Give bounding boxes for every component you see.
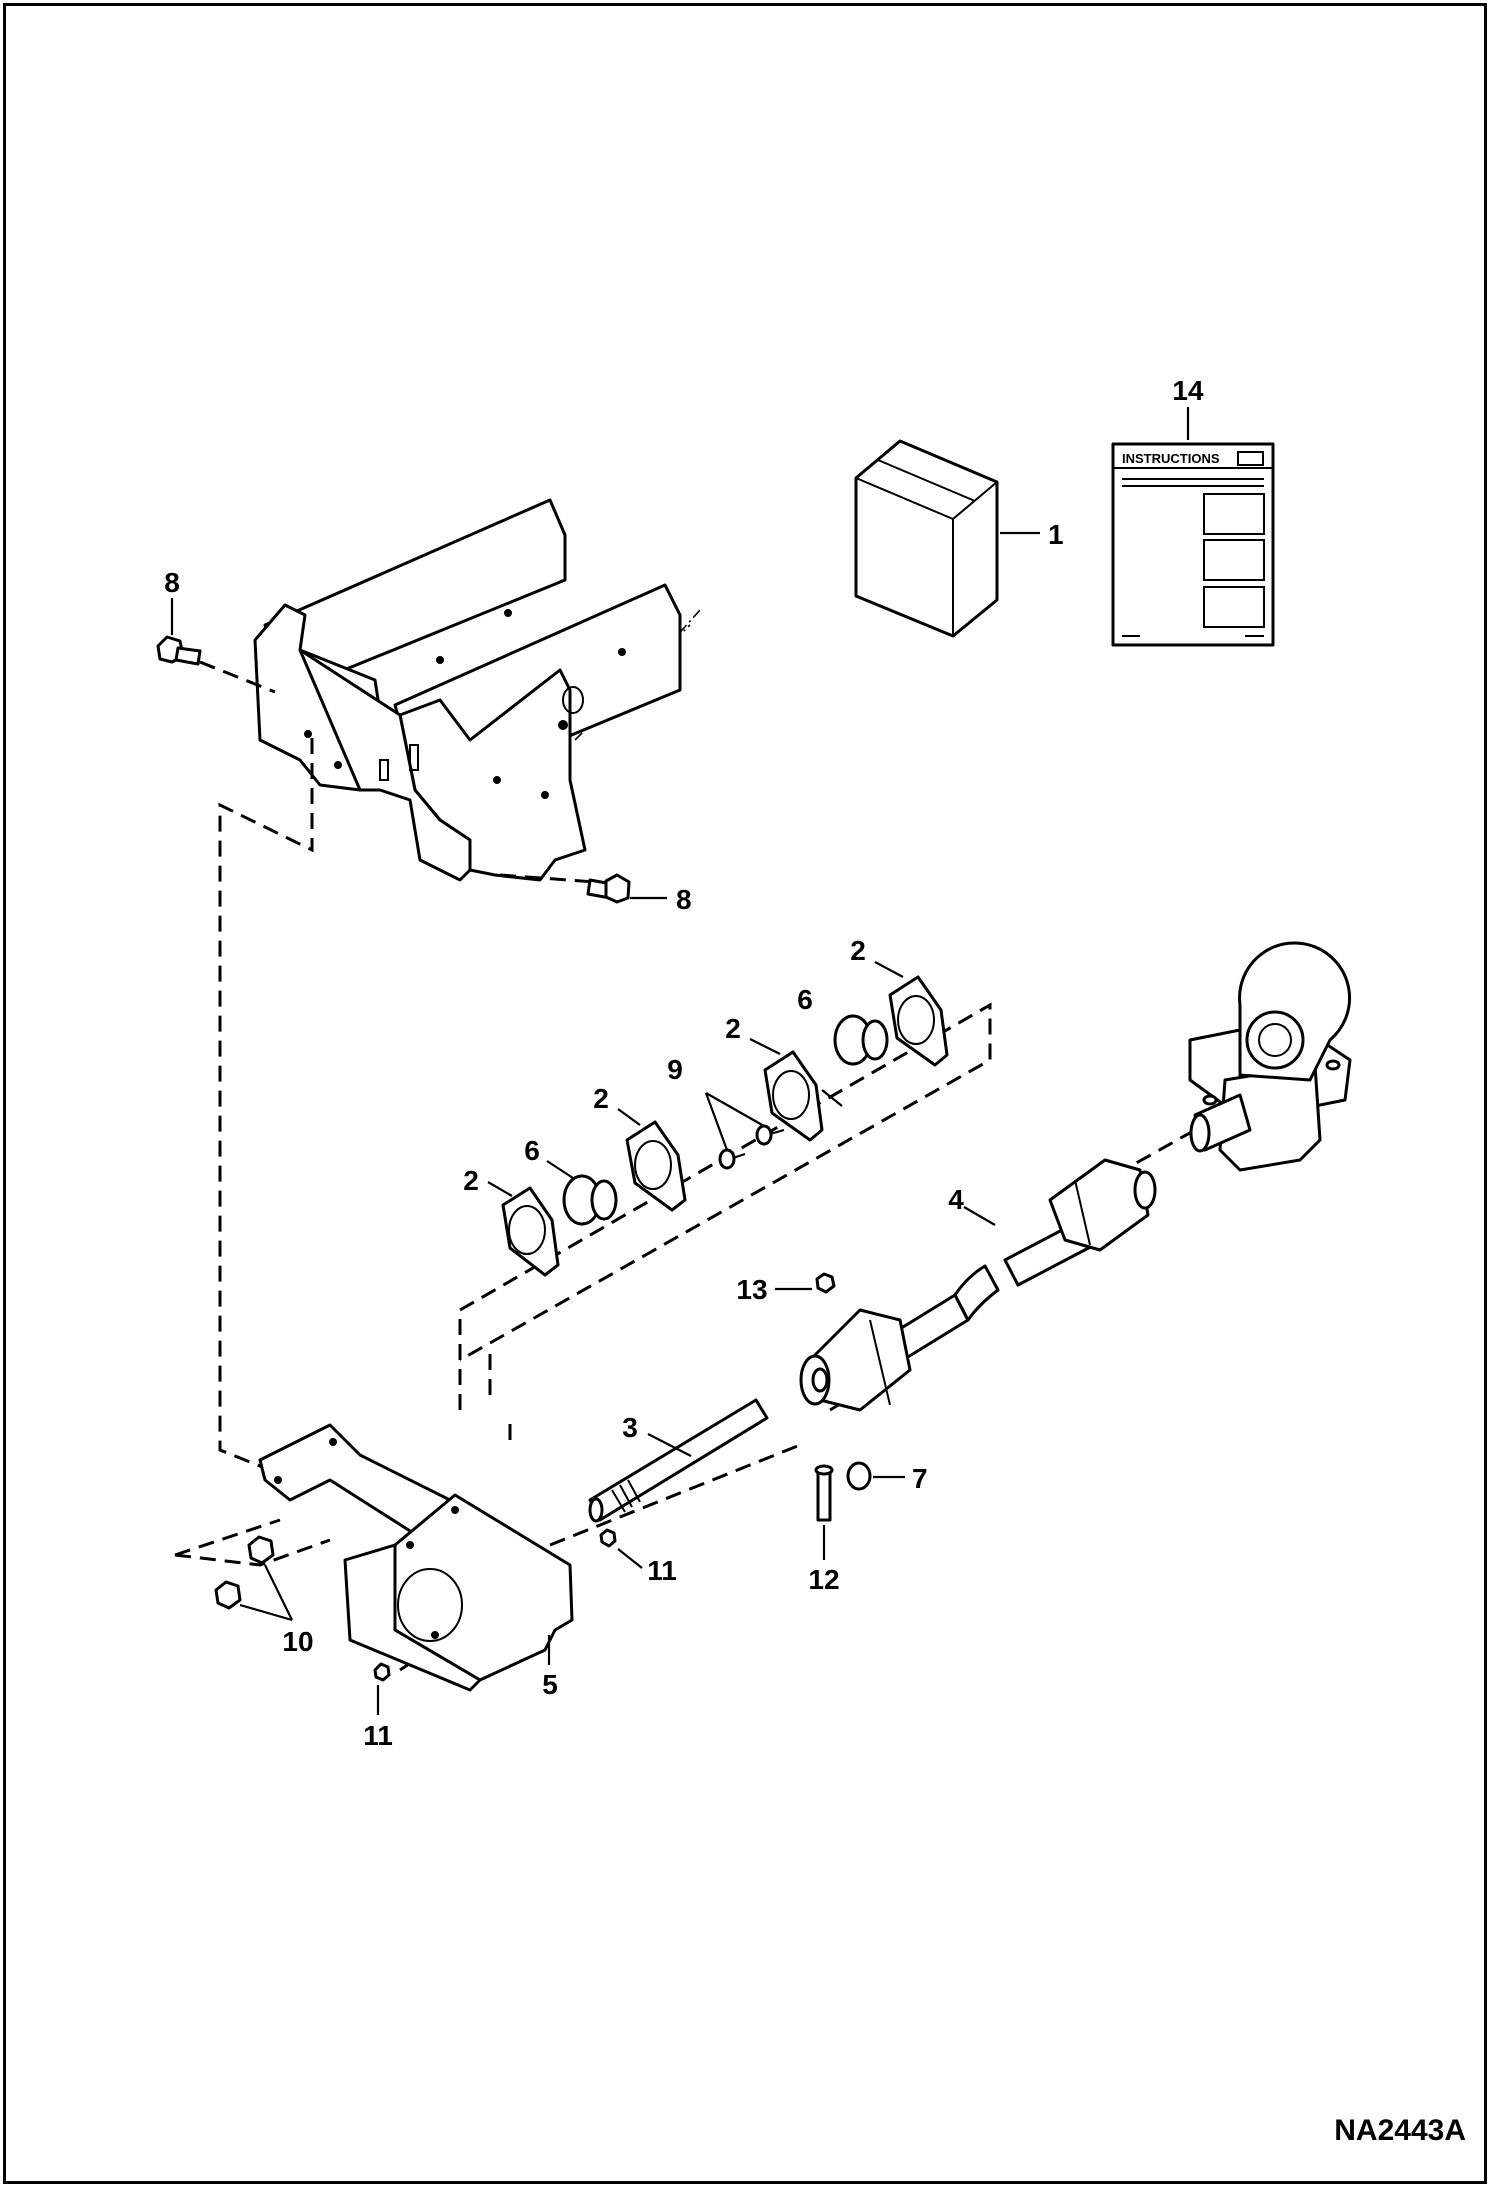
leader-lines-9 bbox=[704, 1092, 765, 1151]
callout-8-bottom: 8 bbox=[676, 884, 692, 915]
callout-1: 1 bbox=[1048, 519, 1064, 550]
nut-10-b bbox=[214, 1580, 242, 1610]
callout-11-left: 11 bbox=[363, 1720, 393, 1751]
callout-2-bottom: 2 bbox=[463, 1165, 479, 1196]
instructions-manual: INSTRUCTIONS bbox=[1111, 442, 1275, 647]
nut-10-a bbox=[247, 1535, 275, 1565]
kit-box bbox=[854, 439, 999, 638]
machine-frame bbox=[253, 498, 701, 882]
nut-11-left bbox=[373, 1662, 391, 1682]
assembly-dashed-lines bbox=[174, 660, 1196, 1672]
callout-12: 12 bbox=[808, 1564, 839, 1595]
bearing-flange-3 bbox=[763, 1050, 824, 1142]
leader-lines-10 bbox=[239, 1564, 293, 1622]
flange-bolt-top bbox=[156, 635, 202, 666]
bolt-12 bbox=[814, 1464, 834, 1522]
bolt-9-long bbox=[755, 1124, 785, 1146]
bolt-9-short bbox=[718, 1148, 746, 1170]
mount-bracket bbox=[258, 1423, 574, 1692]
callout-11-right: 11 bbox=[647, 1555, 677, 1586]
nut-11-right bbox=[599, 1528, 617, 1548]
callout-2-top: 2 bbox=[850, 935, 866, 966]
callout-leaders bbox=[170, 407, 1190, 1715]
callout-10: 10 bbox=[282, 1626, 313, 1657]
nut-13 bbox=[815, 1272, 836, 1294]
callout-13: 13 bbox=[736, 1274, 767, 1305]
bushing-1 bbox=[562, 1174, 618, 1226]
bearing-flange-4 bbox=[888, 975, 949, 1067]
stub-shaft bbox=[588, 1398, 769, 1523]
callout-7: 7 bbox=[912, 1463, 928, 1494]
bearing-flange-2 bbox=[625, 1120, 687, 1212]
callout-2-third: 2 bbox=[593, 1083, 609, 1114]
callout-2-second: 2 bbox=[725, 1013, 741, 1044]
gearbox bbox=[1188, 941, 1352, 1172]
retaining-ring-7 bbox=[846, 1461, 872, 1491]
callout-6-bottom: 6 bbox=[524, 1135, 540, 1166]
callout-labels: 14 1 8 8 2 6 2 9 2 6 2 4 13 3 7 11 12 10… bbox=[164, 375, 1204, 1751]
driveshaft bbox=[799, 1158, 1157, 1412]
callout-6-top: 6 bbox=[797, 984, 813, 1015]
bearing-flange-1 bbox=[501, 1186, 560, 1277]
manual-heading: INSTRUCTIONS bbox=[1122, 451, 1220, 466]
callout-3: 3 bbox=[622, 1412, 638, 1443]
bushing-2 bbox=[833, 1014, 889, 1066]
callout-5: 5 bbox=[542, 1669, 558, 1700]
flange-bolt-bottom bbox=[586, 873, 631, 904]
callout-8-top: 8 bbox=[164, 567, 180, 598]
callout-14: 14 bbox=[1172, 375, 1204, 406]
drawing-border bbox=[3, 3, 1487, 2184]
drawing-number: NA2443A bbox=[1334, 2114, 1466, 2147]
callout-9: 9 bbox=[667, 1054, 683, 1085]
callout-4: 4 bbox=[948, 1184, 964, 1215]
